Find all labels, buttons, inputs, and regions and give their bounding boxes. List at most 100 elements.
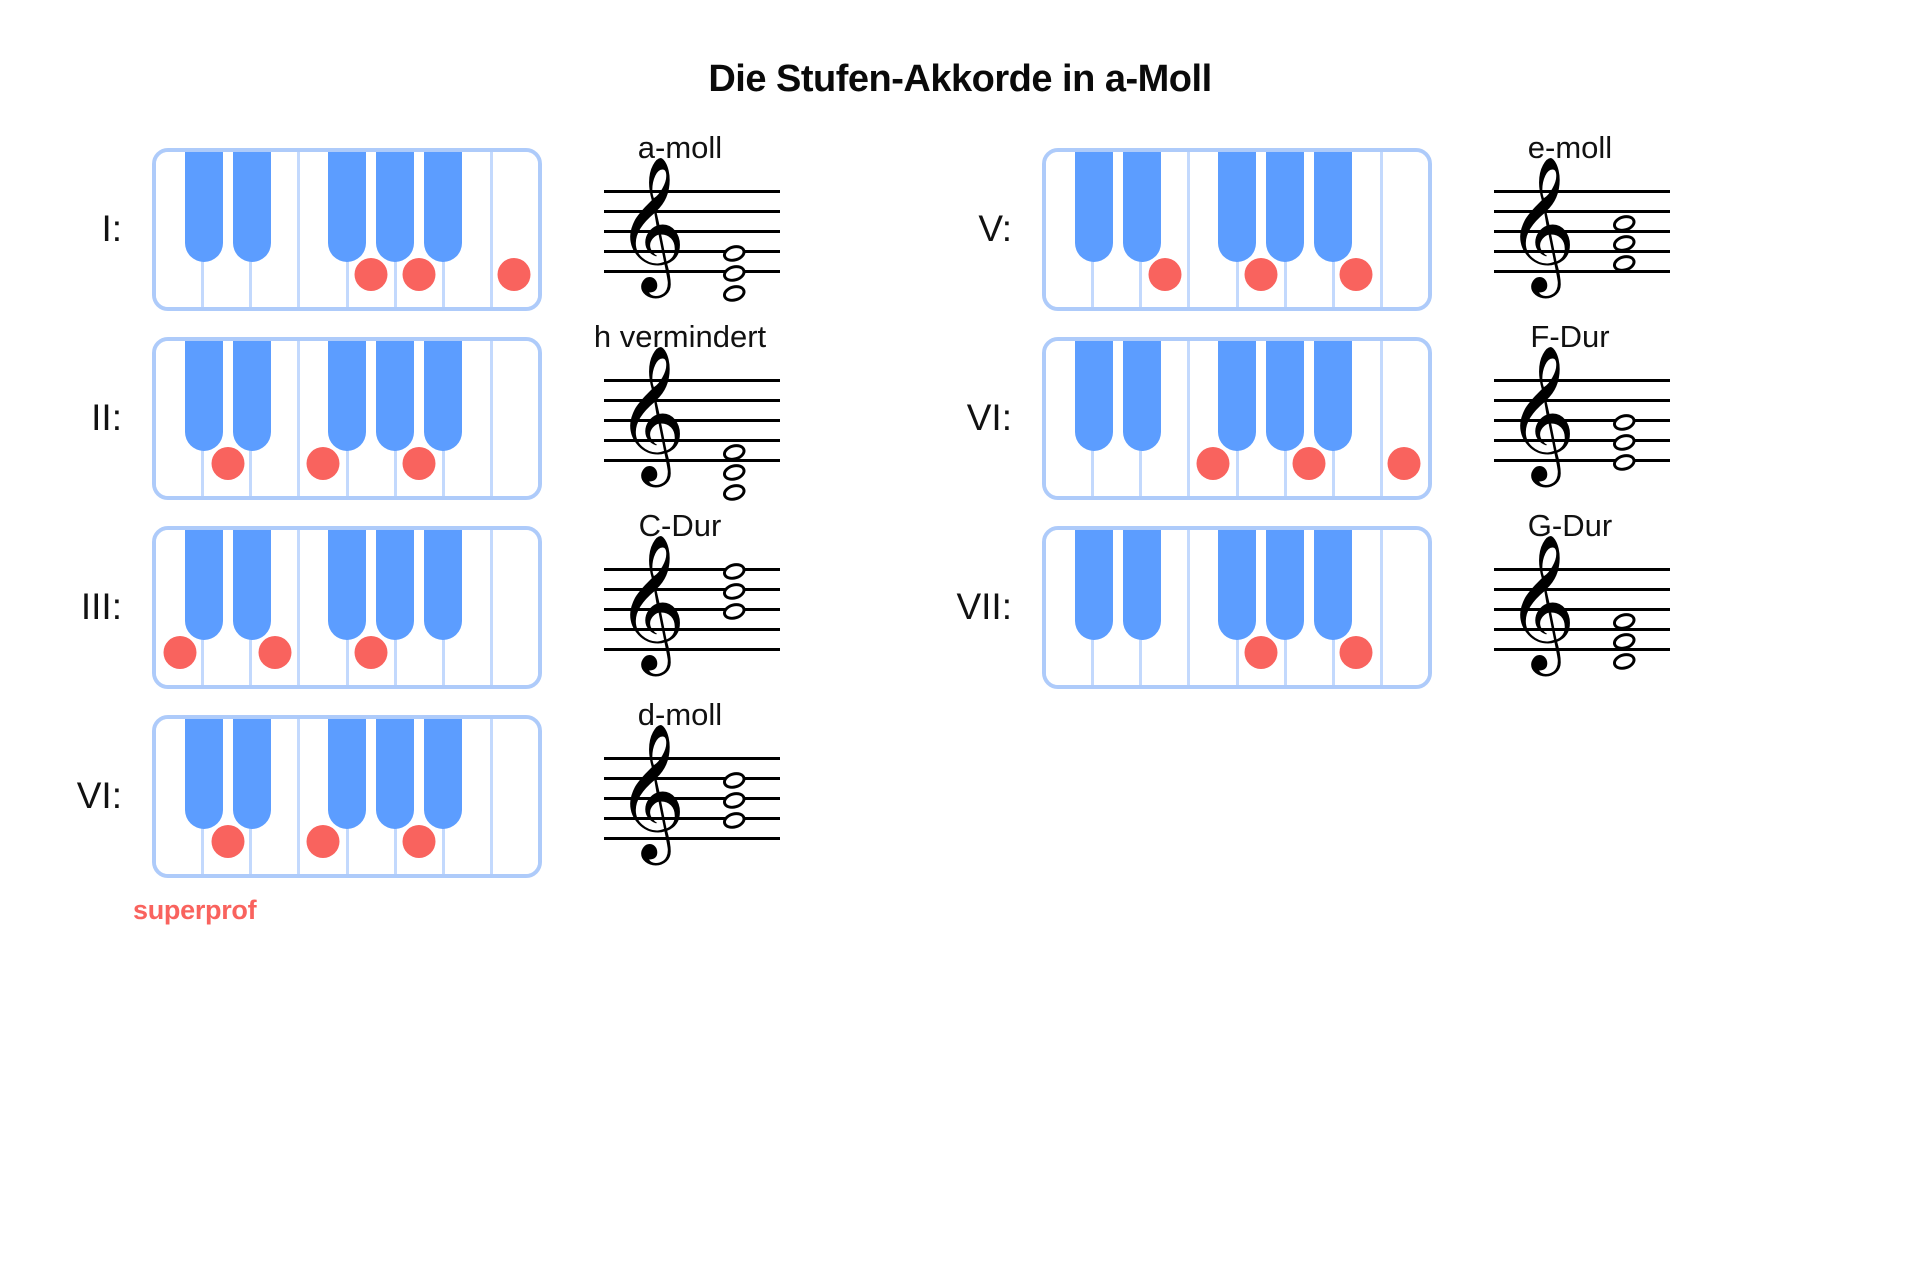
black-key[interactable]	[1122, 152, 1161, 262]
black-key[interactable]	[423, 341, 462, 451]
black-key[interactable]	[184, 719, 223, 829]
black-key[interactable]	[423, 719, 462, 829]
black-key[interactable]	[184, 341, 223, 451]
chord-tone-marker	[163, 636, 197, 669]
black-key[interactable]	[375, 341, 414, 451]
note-head	[720, 600, 748, 623]
black-key[interactable]	[1265, 530, 1304, 640]
note-head	[720, 789, 748, 812]
chord-name-label: G-Dur	[1527, 508, 1613, 543]
staff-lines: 𝄞	[1494, 164, 1670, 282]
black-key[interactable]	[328, 719, 366, 829]
black-key[interactable]	[328, 152, 366, 262]
staff-line	[1494, 568, 1670, 571]
black-key[interactable]	[1313, 152, 1352, 262]
staff-lines: 𝄞	[1494, 353, 1670, 474]
black-keys	[1046, 152, 1428, 307]
black-key[interactable]	[375, 152, 414, 262]
black-key[interactable]	[184, 530, 223, 640]
black-key[interactable]	[232, 152, 271, 262]
chord-tone-marker	[1292, 447, 1326, 480]
staff-line	[604, 648, 780, 651]
chord-notation: a-moll𝄞	[580, 130, 780, 305]
black-key[interactable]	[1218, 530, 1256, 640]
note-head	[720, 461, 748, 484]
black-key[interactable]	[1313, 341, 1352, 451]
staff-line	[604, 777, 780, 780]
white-key[interactable]	[492, 719, 538, 874]
staff-line	[604, 817, 780, 820]
scale-degree-label: II:	[91, 397, 122, 438]
chord-tone-marker	[402, 258, 436, 291]
scale-degree-label: VII:	[956, 586, 1012, 627]
black-key[interactable]	[423, 530, 462, 640]
staff-line	[1494, 419, 1670, 422]
white-key[interactable]	[492, 341, 538, 496]
note-head	[720, 769, 748, 792]
scale-degree-label: VI:	[966, 397, 1012, 438]
treble-clef-icon: 𝄞	[616, 154, 686, 292]
staff-lines: 𝄞	[604, 731, 780, 849]
staff-line	[604, 588, 780, 591]
black-keys	[156, 341, 538, 496]
black-key[interactable]	[1265, 152, 1304, 262]
staff-line	[1494, 608, 1670, 611]
white-key[interactable]	[492, 530, 538, 685]
chord-tone-marker	[1196, 447, 1230, 480]
staff-line	[1494, 250, 1670, 253]
black-key[interactable]	[423, 152, 462, 262]
chord-notation: e-moll𝄞	[1470, 130, 1670, 296]
staff-line	[1494, 439, 1670, 442]
note-head	[1610, 431, 1638, 454]
black-key[interactable]	[232, 719, 271, 829]
piano-keyboard[interactable]	[1042, 526, 1432, 689]
chord-name-label: a-moll	[637, 130, 723, 165]
chord-name-label: h vermindert	[593, 319, 767, 354]
chord-tone-marker	[306, 825, 340, 858]
chord-tone-marker	[402, 825, 436, 858]
note-head	[1610, 650, 1638, 673]
black-key[interactable]	[1313, 530, 1352, 640]
black-key[interactable]	[232, 341, 271, 451]
chord-name-label: C-Dur	[638, 508, 722, 543]
treble-clef-icon: 𝄞	[616, 721, 686, 859]
staff-line	[604, 459, 780, 462]
black-key[interactable]	[1074, 530, 1113, 640]
black-key[interactable]	[1122, 530, 1161, 640]
chord-tone-marker	[258, 636, 292, 669]
piano-keyboard[interactable]	[152, 148, 542, 311]
black-keys	[156, 530, 538, 685]
staff-line	[1494, 210, 1670, 213]
black-key[interactable]	[328, 530, 366, 640]
black-key[interactable]	[184, 152, 223, 262]
black-key[interactable]	[328, 341, 366, 451]
white-key[interactable]	[1382, 152, 1428, 307]
staff-line	[1494, 399, 1670, 402]
piano-keyboard[interactable]	[152, 337, 542, 500]
piano-keyboard[interactable]	[152, 526, 542, 689]
staff-line	[604, 399, 780, 402]
black-keys	[1046, 341, 1428, 496]
note-head	[1610, 411, 1638, 434]
piano-keyboard[interactable]	[1042, 337, 1432, 500]
chord-tone-marker	[1339, 258, 1373, 291]
note-head	[720, 560, 748, 583]
note-head	[720, 580, 748, 603]
black-key[interactable]	[1074, 152, 1113, 262]
black-key[interactable]	[375, 719, 414, 829]
piano-keyboard[interactable]	[1042, 148, 1432, 311]
black-key[interactable]	[1074, 341, 1113, 451]
black-key[interactable]	[1218, 341, 1256, 451]
black-key[interactable]	[232, 530, 271, 640]
black-key[interactable]	[1122, 341, 1161, 451]
chord-name-label: e-moll	[1527, 130, 1613, 165]
white-key[interactable]	[1382, 530, 1428, 685]
chord-tone-marker	[306, 447, 340, 480]
note-head	[1610, 451, 1638, 474]
scale-degree-label: V:	[978, 208, 1012, 249]
black-key[interactable]	[375, 530, 414, 640]
black-key[interactable]	[1265, 341, 1304, 451]
piano-keyboard[interactable]	[152, 715, 542, 878]
staff-line	[1494, 230, 1670, 233]
black-key[interactable]	[1218, 152, 1256, 262]
